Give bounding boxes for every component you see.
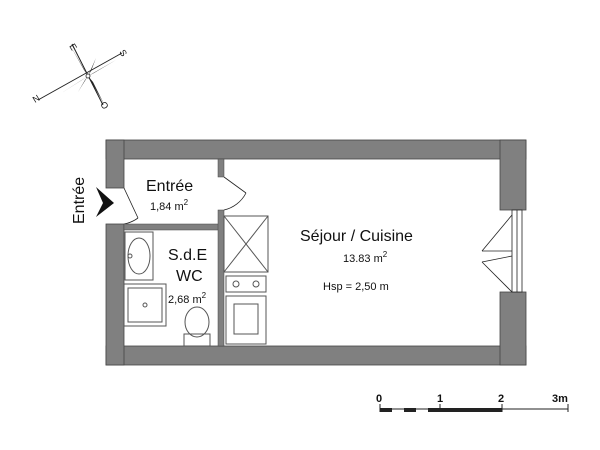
room-name-entree: Entrée: [146, 178, 193, 195]
scale-label-0: 0: [376, 393, 382, 405]
room-name-sde: S.d.E: [168, 247, 207, 264]
compass-north-label: N: [31, 93, 42, 105]
toilet: [183, 306, 211, 347]
scale-label-2: 2: [498, 393, 504, 405]
ceiling-height: Hsp = 2,50 m: [323, 281, 389, 293]
scale-label-3m: 3m: [552, 393, 568, 405]
scale-bar: 0 1 2 3m: [376, 393, 569, 412]
room-name-sejour: Séjour / Cuisine: [300, 228, 413, 245]
compass-east-label: E: [67, 42, 79, 52]
entry-door: [123, 187, 139, 225]
compass-rose: N E S O: [31, 42, 129, 111]
room-area-entree: 1,84 m2: [150, 198, 189, 213]
bathroom-door: [223, 176, 247, 211]
compass-west-label: O: [98, 100, 110, 111]
window: [481, 209, 523, 293]
compass-south-label: S: [117, 48, 129, 58]
shower-tray: [123, 283, 167, 327]
entrance-marker: [96, 187, 114, 217]
kitchen-unit: [223, 215, 269, 345]
interior-walls: [123, 158, 225, 347]
entrance-label: Entrée: [71, 177, 88, 224]
washbasin: [124, 231, 154, 281]
exterior-walls: [105, 139, 527, 366]
room-name-wc: WC: [176, 268, 203, 285]
room-area-sde: 2,68 m2: [168, 291, 207, 306]
scale-label-1: 1: [437, 393, 443, 405]
room-area-sejour: 13.83 m2: [343, 250, 388, 265]
